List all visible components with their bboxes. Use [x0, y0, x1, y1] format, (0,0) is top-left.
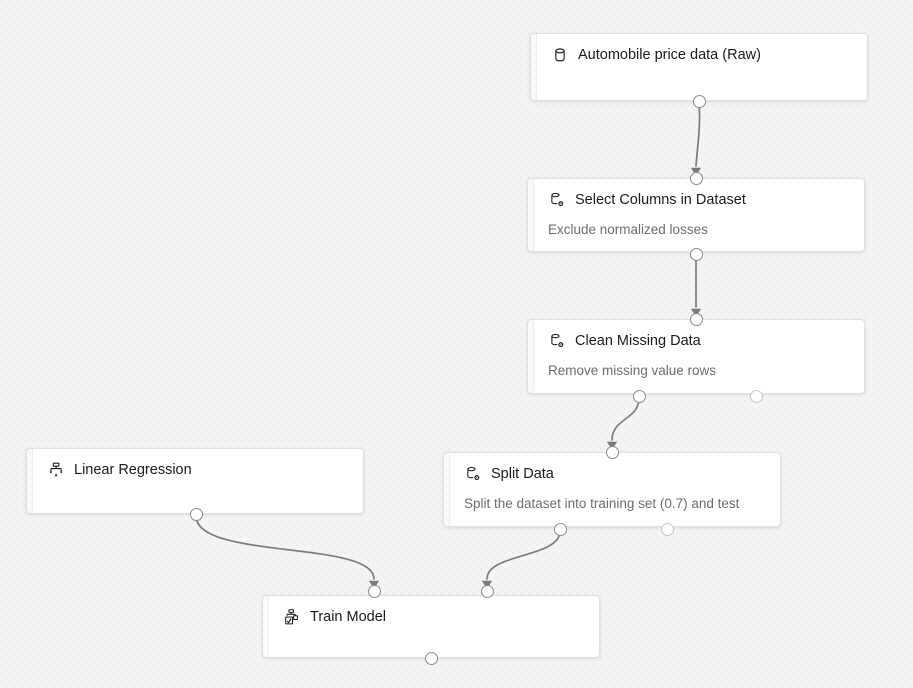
model-hierarchy-icon	[47, 461, 65, 479]
output-port-results-dataset1-output[interactable]	[553, 522, 567, 536]
output-port-trained-model-output[interactable]	[424, 651, 438, 665]
node-body: Linear Regression	[33, 449, 363, 513]
input-port-dataset-input[interactable]	[480, 584, 494, 598]
node-title-row: Split Data	[464, 464, 766, 484]
output-port-untrained-model-output[interactable]	[189, 507, 203, 521]
node-title: Train Model	[310, 609, 387, 625]
output-port-cleaning-transformation-output[interactable]	[749, 389, 763, 403]
node-linear-regression[interactable]: Linear Regression	[26, 448, 364, 514]
node-title-row: Automobile price data (Raw)	[551, 45, 853, 65]
output-port-results-dataset2-output[interactable]	[660, 522, 674, 536]
node-subtitle: Split the dataset into training set (0.7…	[464, 496, 740, 511]
input-port-untrained-model-input[interactable]	[367, 584, 381, 598]
node-title-row: Linear Regression	[47, 460, 349, 480]
input-port-dataset-input[interactable]	[689, 171, 703, 185]
train-model-icon	[283, 608, 301, 626]
input-port-dataset-input[interactable]	[605, 445, 619, 459]
node-automobile-price-data-raw[interactable]: Automobile price data (Raw)	[530, 33, 868, 101]
node-accent-strip	[531, 34, 537, 100]
output-port-results-dataset-output[interactable]	[689, 247, 703, 261]
database-gear-icon	[548, 332, 566, 350]
connector-clean-missing-to-split-data[interactable]	[606, 397, 640, 450]
node-subtitle: Remove missing value rows	[548, 363, 717, 378]
connector-linear-regression-to-train-model[interactable]	[195, 515, 380, 589]
node-title: Clean Missing Data	[575, 333, 701, 349]
node-body: Automobile price data (Raw)	[537, 34, 867, 100]
node-title: Select Columns in Dataset	[575, 192, 746, 208]
node-accent-strip	[263, 596, 269, 657]
node-title-row: Clean Missing Data	[548, 331, 850, 351]
input-port-dataset-input[interactable]	[689, 312, 703, 326]
node-title: Automobile price data (Raw)	[578, 47, 761, 63]
node-title-row: Train Model	[283, 607, 585, 627]
node-title: Linear Regression	[74, 462, 192, 478]
database-gear-icon	[464, 465, 482, 483]
node-train-model[interactable]: Train Model	[262, 595, 600, 658]
node-title: Split Data	[491, 466, 554, 482]
output-port-cleaned-dataset-output[interactable]	[632, 389, 646, 403]
database-icon	[551, 46, 569, 64]
node-accent-strip	[444, 453, 450, 526]
node-subtitle: Exclude normalized losses	[548, 222, 708, 237]
connector-split-data-to-train-model[interactable]	[481, 530, 561, 589]
connector-select-columns-to-clean-missing[interactable]	[690, 255, 702, 317]
node-body: Train Model	[269, 596, 599, 657]
node-title-row: Select Columns in Dataset	[548, 190, 850, 210]
node-accent-strip	[528, 179, 534, 251]
connector-automobile-to-select-columns[interactable]	[690, 102, 702, 176]
output-port-dataset-output[interactable]	[692, 94, 706, 108]
node-accent-strip	[528, 320, 534, 393]
node-accent-strip	[27, 449, 33, 513]
database-gear-icon	[548, 191, 566, 209]
